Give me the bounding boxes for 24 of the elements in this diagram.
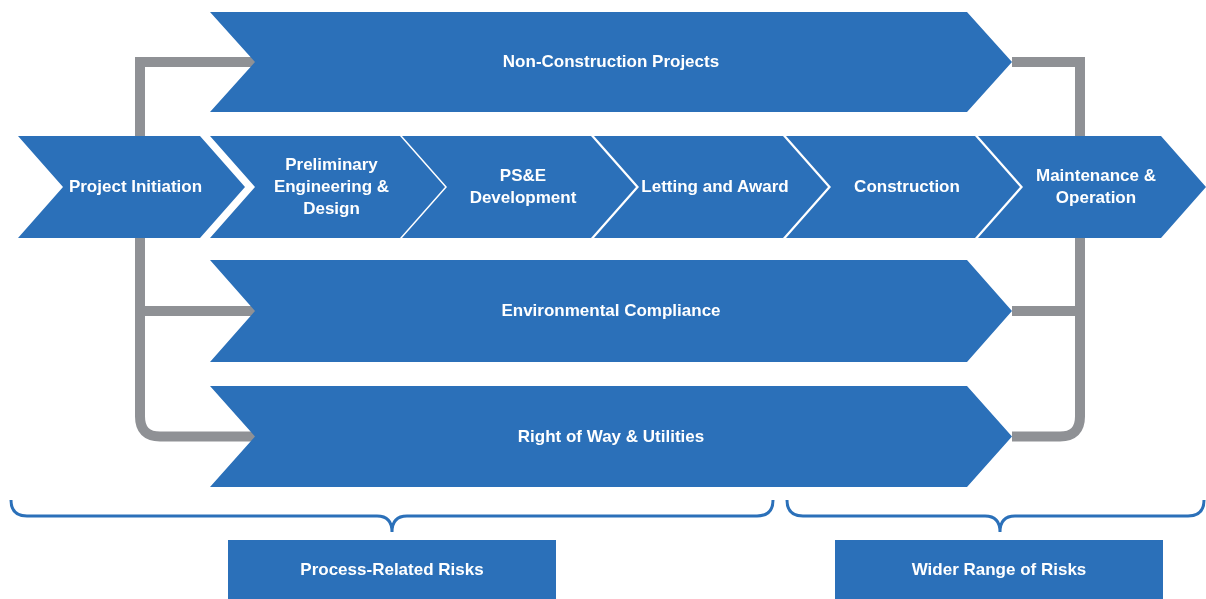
node-label: Right of Way & Utilities (517, 425, 705, 448)
node-label: Environmental Compliance (501, 300, 721, 322)
node-label: Construction (854, 176, 960, 198)
node-label: Wider Range of Risks (911, 558, 1087, 581)
node-label: Letting and Award (641, 176, 789, 198)
chevron-step (786, 136, 1020, 238)
connector-line (135, 57, 255, 136)
node-label: Maintenance & Operation (1035, 165, 1157, 209)
node-label: Process-Related Risks (300, 558, 484, 581)
risk-box (228, 540, 556, 599)
node-label: Preliminary Engineering & Design (272, 154, 391, 220)
chevron-step (978, 136, 1206, 238)
node-label: Project Initiation (68, 176, 203, 198)
chevron-band (210, 12, 1012, 112)
risk-box (835, 540, 1163, 599)
chevron-step (402, 136, 636, 238)
node-label: Non-Construction Projects (502, 51, 720, 73)
chevron-step (210, 136, 445, 238)
chevron-band (210, 260, 1012, 362)
node-label: PS&E Development (468, 165, 578, 209)
chevron-band (210, 386, 1012, 487)
chevron-step (18, 136, 245, 238)
connector-line (1012, 57, 1085, 136)
chevron-step (594, 136, 828, 238)
